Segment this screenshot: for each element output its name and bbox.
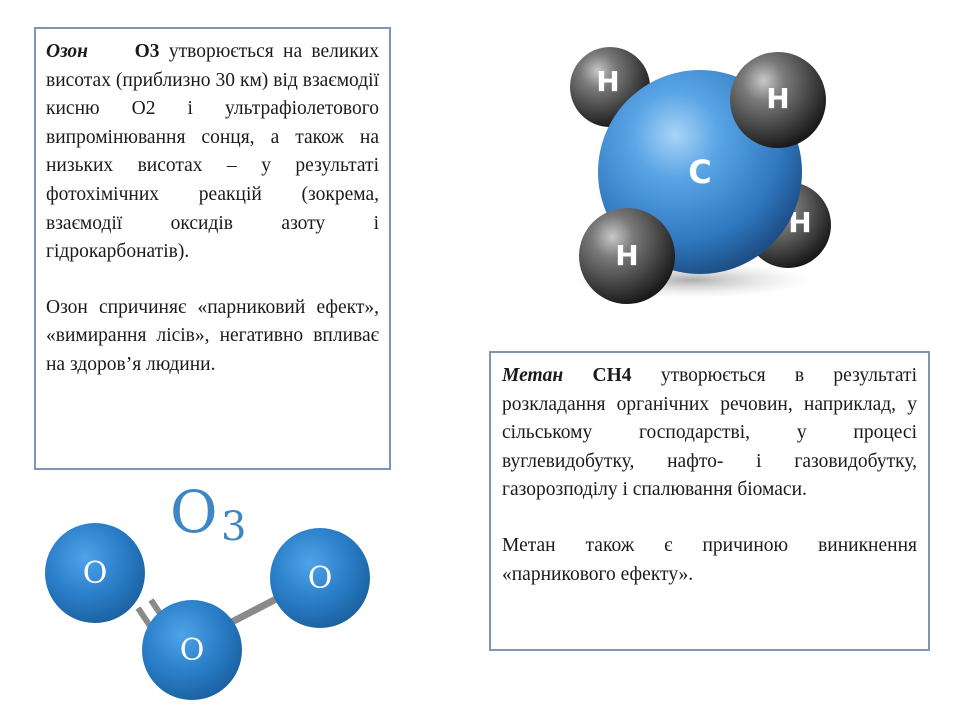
- svg-text:O: O: [83, 556, 108, 591]
- methane-text-box: Метан СН4 утворюється в результаті розкл…: [489, 351, 930, 651]
- oxygen-atom-left: O: [45, 523, 145, 623]
- ozone-paragraph-2: Озон спричиняє «парниковий ефект», «вими…: [46, 296, 379, 375]
- svg-text:3: 3: [221, 504, 246, 550]
- svg-text:O: O: [180, 633, 205, 668]
- svg-text:H: H: [615, 239, 638, 272]
- hydrogen-atom-top-right: H: [730, 52, 826, 148]
- ozone-paragraph-1: Озон О3 утворюється на великих висотах (…: [46, 38, 379, 267]
- methane-molecule-illustration: H H C H H: [570, 47, 831, 304]
- ozone-formula-label: O 3: [170, 478, 246, 550]
- methane-formula: СН4: [592, 365, 632, 386]
- ozone-molecule-illustration: O 3 O O O: [45, 478, 370, 700]
- oxygen-atom-right: O: [270, 528, 370, 628]
- svg-text:O: O: [170, 478, 218, 546]
- oxygen-atom-center: O: [142, 600, 242, 700]
- ozone-formula: О3: [134, 41, 160, 62]
- svg-text:C: C: [688, 153, 711, 191]
- svg-text:H: H: [596, 65, 619, 98]
- svg-text:H: H: [766, 82, 789, 115]
- svg-text:O: O: [308, 561, 333, 596]
- methane-term: Метан: [502, 365, 564, 386]
- ozone-paragraph-1-text: утворюється на великих висотах (приблизн…: [46, 41, 379, 263]
- methane-paragraph-2: Метан також є причиною виникнення «парни…: [502, 534, 917, 585]
- methane-paragraph-1: Метан СН4 утворюється в результаті розкл…: [502, 362, 917, 505]
- hydrogen-atom-bottom-left: H: [579, 208, 675, 304]
- ozone-term: Озон: [46, 41, 89, 62]
- ozone-text-box: Озон О3 утворюється на великих висотах (…: [34, 27, 391, 470]
- methane-paragraph-1-text: утворюється в результаті розкладання орг…: [502, 365, 917, 501]
- svg-text:H: H: [788, 206, 811, 239]
